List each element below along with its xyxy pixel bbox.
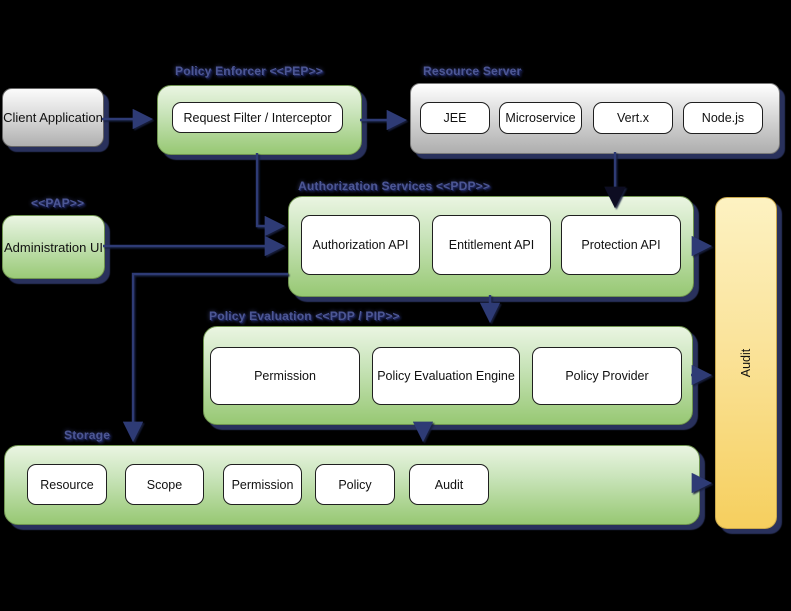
- box-nodejs: Node.js: [683, 102, 763, 134]
- box-vertx: Vert.x: [593, 102, 673, 134]
- box-request-filter-interceptor: Request Filter / Interceptor: [172, 102, 343, 133]
- box-jee: JEE: [420, 102, 490, 134]
- audit-vertical-label: Audit: [739, 348, 753, 378]
- label-policy-evaluation: Policy Evaluation <<PDP / PIP>>: [209, 309, 400, 323]
- box-entitlement-api: Entitlement API: [432, 215, 551, 275]
- box-storage-permission: Permission: [223, 464, 302, 505]
- box-storage-scope: Scope: [125, 464, 204, 505]
- node-administration-ui: Administration UI: [2, 215, 105, 279]
- node-client-application: Client Application: [2, 88, 104, 147]
- node-audit-sidebar: Audit: [715, 197, 777, 529]
- label-pap: <<PAP>>: [31, 196, 85, 210]
- label-resource-server: Resource Server: [423, 64, 522, 78]
- box-microservice: Microservice: [499, 102, 582, 134]
- box-policy-provider: Policy Provider: [532, 347, 682, 405]
- label-policy-enforcer: Policy Enforcer <<PEP>>: [175, 64, 324, 78]
- box-authorization-api: Authorization API: [301, 215, 420, 275]
- box-protection-api: Protection API: [561, 215, 681, 275]
- box-storage-policy: Policy: [315, 464, 395, 505]
- label-authorization-services: Authorization Services <<PDP>>: [298, 179, 491, 193]
- box-permission: Permission: [210, 347, 360, 405]
- label-storage: Storage: [64, 428, 111, 442]
- box-storage-audit: Audit: [409, 464, 489, 505]
- box-storage-resource: Resource: [27, 464, 107, 505]
- box-policy-evaluation-engine: Policy Evaluation Engine: [372, 347, 520, 405]
